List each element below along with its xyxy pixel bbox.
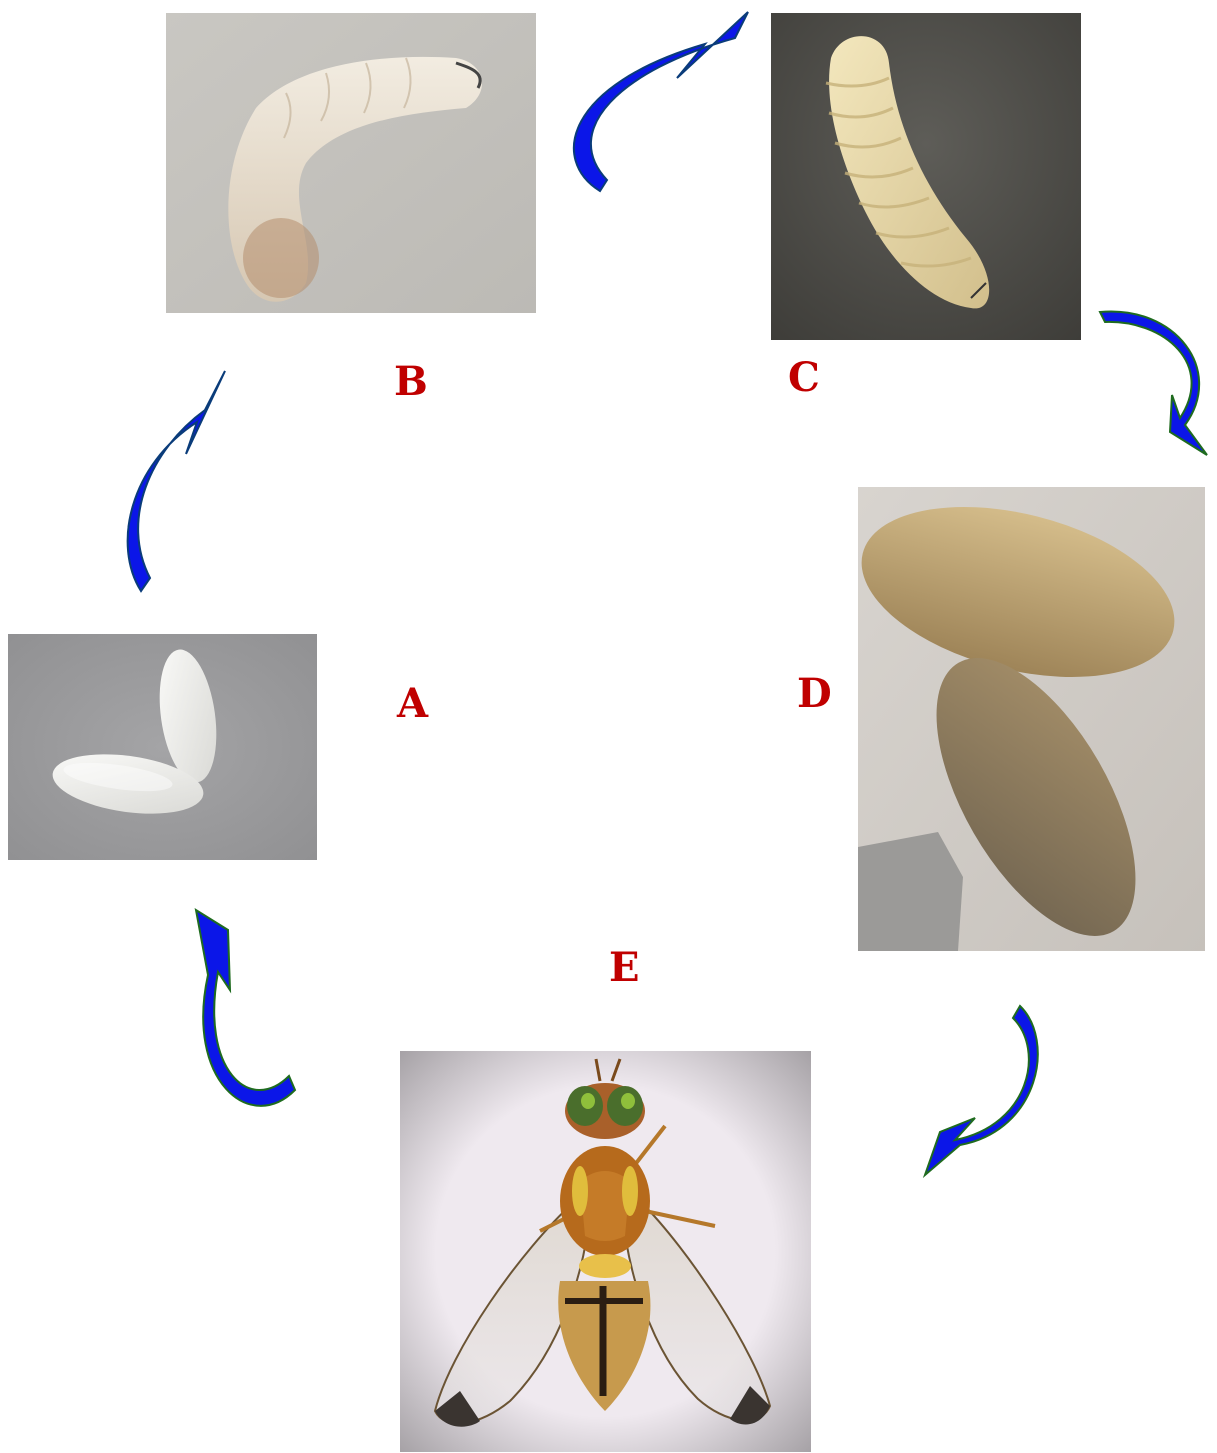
arrow-e-to-a xyxy=(0,0,1217,1453)
